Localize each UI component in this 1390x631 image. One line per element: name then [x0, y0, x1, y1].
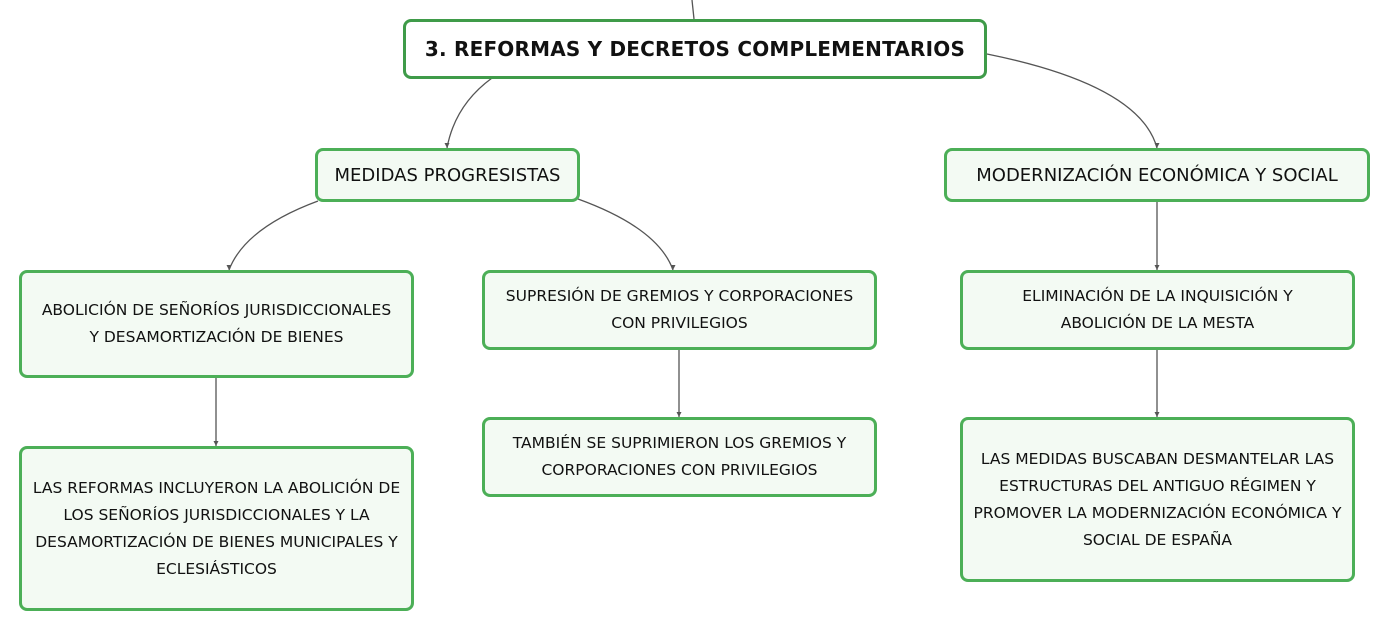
node-medidas-progresistas-label: MEDIDAS PROGRESISTAS — [334, 164, 561, 186]
node-detalle-inquisicion-label: LAS MEDIDAS BUSCABAN DESMANTELAR LAS EST… — [973, 449, 1342, 549]
node-supresion-gremios[interactable]: SUPRESIÓN DE GREMIOS Y CORPORACIONES CON… — [482, 270, 877, 350]
arrowhead — [1154, 143, 1160, 148]
arrowhead — [676, 412, 682, 417]
connector-root-to-modernizacion — [986, 53, 1158, 149]
node-supresion-label: SUPRESIÓN DE GREMIOS Y CORPORACIONES CON… — [505, 287, 854, 332]
arrowhead — [226, 265, 232, 270]
node-modernizacion-label: MODERNIZACIÓN ECONÓMICA Y SOCIAL — [976, 164, 1338, 186]
node-eliminacion-inquisicion[interactable]: ELIMINACIÓN DE LA INQUISICIÓN Y ABOLICIÓ… — [960, 270, 1355, 350]
connector-progresistas-to-abolicion — [228, 200, 319, 271]
connector-parent-to-root — [691, 0, 695, 20]
node-detalle-abolicion[interactable]: LAS REFORMAS INCLUYERON LA ABOLICIÓN DE … — [19, 446, 414, 611]
node-detalle-supresion[interactable]: TAMBIÉN SE SUPRIMIERON LOS GREMIOS Y COR… — [482, 417, 877, 497]
node-detalle-supresion-label: TAMBIÉN SE SUPRIMIERON LOS GREMIOS Y COR… — [512, 434, 847, 479]
connector-progresistas-to-supresion — [577, 198, 674, 271]
node-abolicion-label: ABOLICIÓN DE SEÑORÍOS JURISDICCIONALES Y… — [41, 301, 392, 346]
arrowhead — [444, 143, 450, 148]
node-inquisicion-label: ELIMINACIÓN DE LA INQUISICIÓN Y ABOLICIÓ… — [1022, 287, 1293, 332]
arrowhead — [213, 441, 219, 446]
root-node-label: 3. REFORMAS Y DECRETOS COMPLEMENTARIOS — [424, 36, 966, 61]
arrowhead — [1154, 412, 1160, 417]
arrowhead — [670, 265, 676, 270]
node-medidas-progresistas[interactable]: MEDIDAS PROGRESISTAS — [315, 148, 580, 202]
node-abolicion-senorios[interactable]: ABOLICIÓN DE SEÑORÍOS JURISDICCIONALES Y… — [19, 270, 414, 378]
node-detalle-abolicion-label: LAS REFORMAS INCLUYERON LA ABOLICIÓN DE … — [32, 478, 401, 578]
arrowhead — [1154, 265, 1160, 270]
connector-root-to-progresistas — [446, 77, 493, 149]
node-modernizacion-economica-social[interactable]: MODERNIZACIÓN ECONÓMICA Y SOCIAL — [944, 148, 1370, 202]
node-detalle-inquisicion[interactable]: LAS MEDIDAS BUSCABAN DESMANTELAR LAS EST… — [960, 417, 1355, 582]
root-node[interactable]: 3. REFORMAS Y DECRETOS COMPLEMENTARIOS — [403, 19, 987, 79]
